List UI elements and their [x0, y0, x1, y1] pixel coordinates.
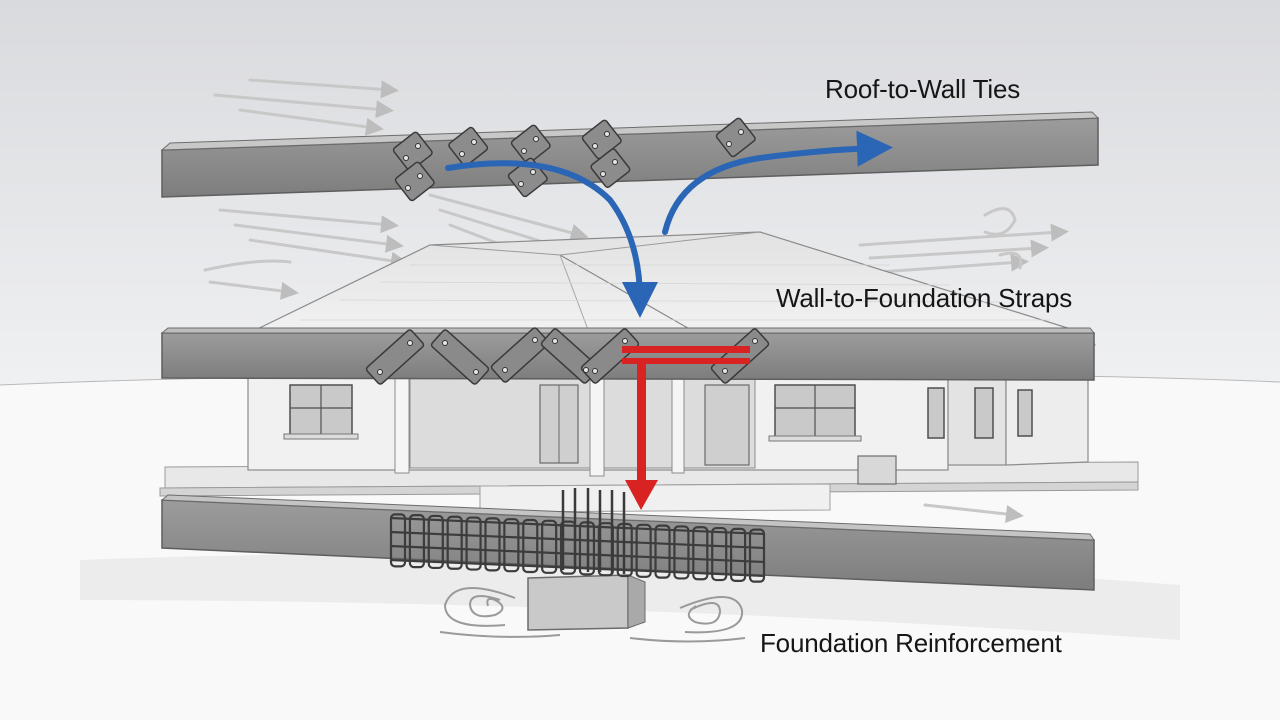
- rebar-stirrup: [484, 517, 501, 572]
- rebar-stirrup: [730, 527, 747, 582]
- concrete-footing: [527, 574, 646, 631]
- rebar-bar: [389, 530, 766, 550]
- rebar-stirrup: [692, 526, 709, 581]
- plate-bolt-holes: [403, 129, 744, 191]
- foundation-beam: [160, 494, 1095, 591]
- rebar-stirrup: [522, 518, 539, 574]
- rebar-stirrup: [408, 514, 425, 569]
- rebar-stirrup: [389, 513, 407, 568]
- blue-load-path: [445, 130, 893, 318]
- house: [159, 231, 1139, 513]
- wall-to-foundation-straps-label: Wall-to-Foundation Straps: [776, 283, 1073, 313]
- rebar-stirrup: [541, 519, 558, 574]
- strap-bolt-holes: [377, 337, 758, 375]
- rebar-stirrup: [711, 526, 728, 582]
- foundation-reinforcement-label: Foundation Reinforcement: [760, 628, 1062, 658]
- red-load-path: [622, 346, 750, 510]
- rebar-stirrup: [654, 524, 671, 579]
- rebar-stirrup: [465, 516, 482, 571]
- rebar-stirrup: [673, 525, 690, 580]
- roof-to-wall-ties-label: Roof-to-Wall Ties: [825, 74, 1021, 104]
- rebar-bar: [389, 558, 766, 578]
- rebar-stirrup: [748, 528, 766, 583]
- roof-tie-plates: [392, 117, 756, 202]
- vertical-rebar: [561, 488, 626, 574]
- soil-swirls: [439, 587, 746, 643]
- rebar-cage: [389, 513, 766, 583]
- rebar-stirrup: [446, 515, 463, 570]
- rebar-stirrup: [503, 518, 520, 573]
- rebar-stirrup: [635, 523, 652, 578]
- rebar-stirrup: [427, 514, 444, 570]
- rebar-bar: [389, 516, 766, 536]
- rebar-bar: [389, 544, 766, 564]
